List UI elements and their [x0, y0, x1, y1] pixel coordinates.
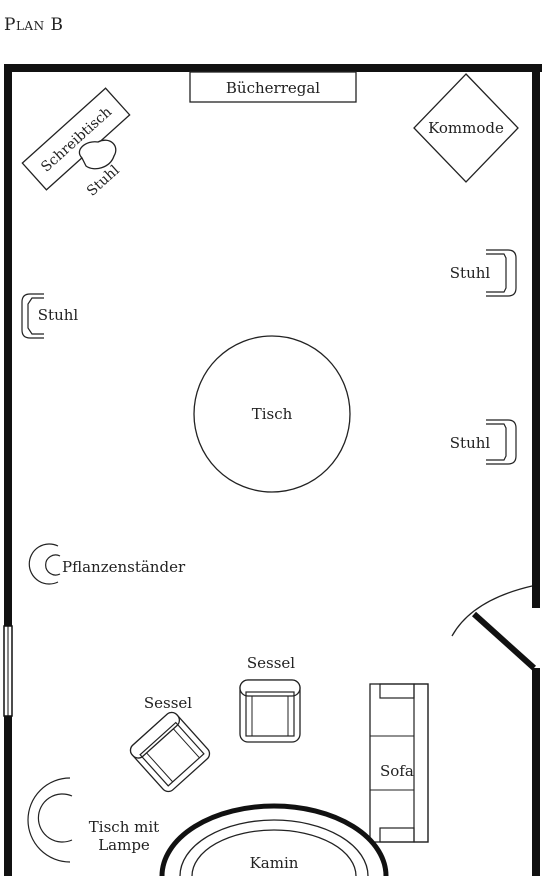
- armchair-left-label: Sessel: [144, 694, 192, 712]
- chair-right-top-label: Stuhl: [450, 264, 491, 282]
- chair-right-bottom-label: Stuhl: [450, 434, 491, 452]
- door: [451, 585, 537, 671]
- table-label: Tisch: [252, 405, 293, 423]
- chair-right-bottom: Stuhl: [450, 419, 517, 465]
- armchair-center: Sessel: [239, 654, 301, 743]
- fireplace-label: Kamin: [250, 854, 299, 872]
- plant-stand-label: Pflanzenständer: [62, 558, 186, 576]
- sofa: Sofa: [369, 683, 429, 843]
- room-walls: [3, 64, 542, 876]
- fireplace: Kamin: [159, 803, 389, 876]
- lamp-table-label-line1: Tisch mit: [89, 818, 159, 836]
- plan-title: Plan B: [4, 15, 63, 35]
- plant-stand: Pflanzenständer: [28, 543, 186, 585]
- dresser: Kommode: [413, 73, 519, 183]
- bookshelf: Bücherregal: [189, 71, 357, 103]
- chair-left: Stuhl: [21, 293, 79, 339]
- chair-left-label: Stuhl: [38, 306, 79, 324]
- sofa-label: Sofa: [380, 762, 414, 780]
- lamp-table: Tisch mit Lampe: [27, 777, 159, 863]
- dresser-label: Kommode: [428, 119, 504, 137]
- lamp-table-label-line2: Lampe: [98, 836, 150, 854]
- chair-right-top: Stuhl: [450, 249, 517, 297]
- dining-table: Tisch: [193, 335, 351, 493]
- desk-chair: Stuhl: [78, 139, 123, 200]
- armchair-center-label: Sessel: [247, 654, 295, 672]
- bookshelf-label: Bücherregal: [226, 79, 320, 97]
- armchair-left: Sessel: [129, 694, 211, 793]
